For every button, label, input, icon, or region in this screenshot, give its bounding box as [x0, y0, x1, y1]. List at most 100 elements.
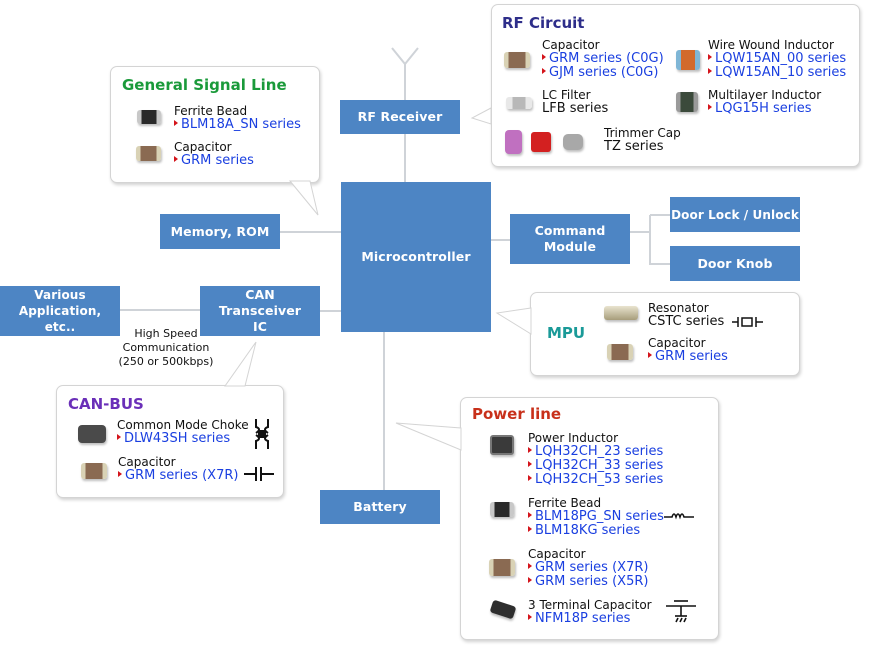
- item-label: Trimmer Cap: [604, 126, 681, 140]
- item-label: Ferrite Bead: [174, 104, 248, 118]
- item-label: Multilayer Inductor: [708, 88, 822, 102]
- product-link[interactable]: GRM series: [648, 350, 728, 364]
- product-link[interactable]: NFM18P series: [528, 612, 652, 626]
- item-label: Capacitor: [528, 547, 586, 561]
- common-mode-choke-image: [78, 425, 106, 443]
- general-signal-content: General Signal Line Ferrite Bead BLM18A_…: [110, 66, 320, 183]
- can-speed-note: High Speed Communication (250 or 500kbps…: [106, 327, 226, 369]
- ferrite-bead-symbol-icon: [664, 513, 694, 520]
- note-line: Communication: [122, 341, 210, 354]
- power-inductor-item: Power Inductor LQH32CH_23 series LQH32CH…: [528, 431, 663, 487]
- item-label: Capacitor: [542, 38, 600, 52]
- power-ferrite-item: Ferrite Bead BLM18PG_SN series BLM18KG s…: [528, 496, 664, 538]
- mpu-title: MPU: [547, 324, 586, 342]
- lc-filter-image: [506, 97, 532, 109]
- resonator-image: [604, 306, 638, 320]
- product-link[interactable]: LQW15AN_00 series: [708, 52, 846, 66]
- can-bus-content: CAN-BUS Common Mode Choke DLW43SH series…: [56, 385, 284, 498]
- trimmer-cap-gray-image: [563, 134, 583, 150]
- choke-item: Common Mode Choke DLW43SH series: [117, 418, 249, 446]
- product-link[interactable]: GRM series (X5R): [528, 575, 648, 589]
- product-link[interactable]: LQH32CH_53 series: [528, 473, 663, 487]
- product-link[interactable]: LQH32CH_33 series: [528, 459, 663, 473]
- multilayer-inductor-image: [676, 92, 698, 112]
- product-link[interactable]: BLM18A_SN series: [174, 118, 301, 132]
- mpu-tail: [495, 307, 532, 335]
- door-knob-block[interactable]: Door Knob: [670, 246, 800, 281]
- can-bus-tail: [224, 341, 257, 387]
- rf-circuit-content: RF Circuit Capacitor GRM series (C0G) GJ…: [491, 4, 860, 167]
- can-capacitor-item: Capacitor GRM series (X7R): [118, 455, 238, 483]
- power-line-content: Power line Power Inductor LQH32CH_23 ser…: [460, 397, 719, 640]
- capacitor-symbol-icon: [244, 467, 274, 481]
- general-signal-tail: [288, 180, 319, 216]
- item-label: Resonator: [648, 301, 709, 315]
- capacitor-image: [489, 559, 515, 576]
- resonator-item: Resonator CSTC series: [648, 301, 724, 329]
- product-link[interactable]: LQG15H series: [708, 102, 821, 116]
- item-label: Common Mode Choke: [117, 418, 249, 432]
- item-label: Capacitor: [648, 336, 706, 350]
- power-line-title: Power line: [472, 405, 562, 423]
- capacitor-item: Capacitor GRM series: [174, 140, 254, 168]
- product-link[interactable]: GRM series (X7R): [118, 469, 238, 483]
- battery-block[interactable]: Battery: [320, 490, 440, 524]
- item-label: Wire Wound Inductor: [708, 38, 834, 52]
- note-line: High Speed: [134, 327, 198, 340]
- mpu-content: MPU Resonator CSTC series Capacitor GRM …: [530, 292, 800, 376]
- series-label: TZ series: [604, 139, 664, 154]
- trimmer-cap-item: Trimmer Cap TZ series: [604, 126, 681, 154]
- trimmer-cap-red-image: [531, 132, 551, 152]
- ferrite-bead-image: [137, 110, 161, 124]
- product-link[interactable]: BLM18PG_SN series: [528, 510, 664, 524]
- capacitor-image: [504, 52, 530, 68]
- item-label: Power Inductor: [528, 431, 619, 445]
- capacitor-image: [607, 344, 633, 360]
- general-signal-title: General Signal Line: [122, 76, 287, 94]
- rf-circuit-title: RF Circuit: [502, 14, 585, 32]
- can-transceiver-block[interactable]: CAN Transceiver IC: [200, 286, 320, 336]
- power-inductor-image: [490, 435, 514, 455]
- various-application-block[interactable]: Various Application, etc..: [0, 286, 120, 336]
- item-label: LC Filter: [542, 88, 591, 102]
- rf-receiver-block[interactable]: RF Receiver: [340, 100, 460, 134]
- ferrite-bead-image: [490, 502, 514, 517]
- wire-command-doors: [630, 214, 670, 265]
- resonator-symbol-icon: [732, 317, 763, 327]
- product-link[interactable]: DLW43SH series: [117, 432, 249, 446]
- rf-circuit-bubble: [491, 4, 860, 167]
- rf-capacitor-item: Capacitor GRM series (C0G) GJM series (C…: [542, 38, 664, 80]
- ferrite-bead-item: Ferrite Bead BLM18A_SN series: [174, 104, 301, 132]
- power-line-tail: [395, 422, 462, 451]
- item-label: Capacitor: [174, 140, 232, 154]
- product-link[interactable]: LQH32CH_23 series: [528, 445, 663, 459]
- capacitor-image: [136, 146, 161, 161]
- three-terminal-capacitor-image: [489, 599, 517, 620]
- product-link[interactable]: GRM series (X7R): [528, 561, 648, 575]
- product-link[interactable]: BLM18KG series: [528, 524, 664, 538]
- item-label: 3 Terminal Capacitor: [528, 598, 652, 612]
- capacitor-image: [81, 463, 107, 479]
- multilayer-item: Multilayer Inductor LQG15H series: [708, 88, 821, 116]
- door-lock-block[interactable]: Door Lock / Unlock: [670, 197, 800, 232]
- power-capacitor-item: Capacitor GRM series (X7R) GRM series (X…: [528, 547, 648, 589]
- wire-wound-inductor-image: [676, 50, 700, 70]
- trimmer-cap-purple-image: [505, 130, 522, 154]
- product-link[interactable]: GRM series (C0G): [542, 52, 664, 66]
- product-link[interactable]: GRM series: [174, 154, 254, 168]
- lc-filter-item: LC Filter LFB series: [542, 88, 608, 116]
- command-module-block[interactable]: Command Module: [510, 214, 630, 264]
- wire-wound-item: Wire Wound Inductor LQW15AN_00 series LQ…: [708, 38, 846, 80]
- series-label: CSTC series: [648, 314, 725, 329]
- microcontroller-block[interactable]: Microcontroller: [341, 182, 491, 332]
- three-terminal-symbol-icon: [666, 600, 696, 623]
- item-label: Capacitor: [118, 455, 176, 469]
- rf-circuit-tail: [470, 107, 492, 125]
- series-label: LFB series: [542, 101, 609, 116]
- product-link[interactable]: LQW15AN_10 series: [708, 66, 846, 80]
- product-link[interactable]: GJM series (C0G): [542, 66, 664, 80]
- note-line: (250 or 500kbps): [118, 355, 214, 368]
- memory-rom-block[interactable]: Memory, ROM: [160, 214, 280, 249]
